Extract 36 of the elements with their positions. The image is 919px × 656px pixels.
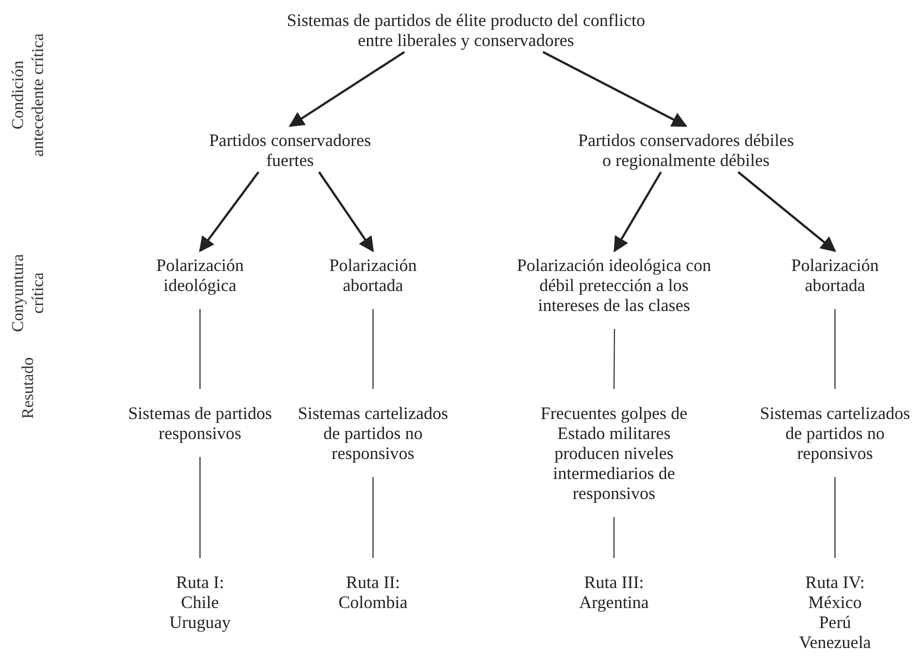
node-text: Polarización ideológica con débil pretección a los intereses de las clases: [516, 255, 712, 315]
connector-line: [372, 308, 374, 390]
arrow: [199, 171, 260, 252]
node-text: Ruta II:: [346, 572, 400, 592]
node-text: Argentina: [579, 592, 649, 612]
node-text: Ruta III:: [584, 572, 644, 592]
node-text: Colombia: [338, 592, 408, 612]
node-text: Venezuela: [799, 632, 871, 652]
node-text: Frecuentes golpes de Estado militares producen niveles intermediarios de responsivos: [540, 403, 688, 503]
node-text: Partidos conservadores débiles o regionalmente débiles: [577, 130, 795, 170]
node-text: Polarización abortada: [790, 255, 880, 295]
arrow: [288, 51, 405, 127]
node-text: Ruta IV:: [805, 572, 865, 592]
row-label: Resutado: [18, 356, 38, 421]
node-text: Chile: [181, 592, 219, 612]
node-text: Sistemas cartelizados de partidos no reponsivos: [758, 403, 912, 463]
node-text: Polarización ideológica: [155, 255, 245, 295]
row-label: Condición antecedente crítica: [8, 32, 48, 159]
node-text: Sistemas de partidos responsivos: [127, 403, 273, 443]
connector-line: [834, 308, 836, 390]
arrow: [614, 171, 662, 252]
arrow: [318, 171, 374, 252]
node-text: Sistemas cartelizados de partidos no responsivos: [296, 403, 450, 463]
node-text: Partidos conservadores fuertes: [208, 130, 372, 170]
node-text: Polarización abortada: [328, 255, 418, 295]
row-label: Conyuntura crítica: [8, 253, 48, 334]
node-text: Sistemas de partidos de élite producto del conflicto entre liberales y conservadores: [286, 10, 646, 50]
node-text: Ruta I:: [176, 572, 224, 592]
connector-line: [372, 476, 374, 558]
connector-line: [834, 476, 836, 558]
node-text: Perú: [818, 612, 852, 632]
arrow: [737, 171, 836, 252]
arrow: [542, 51, 688, 127]
connector-line: [614, 328, 615, 390]
node-text: Uruguay: [169, 612, 231, 632]
node-text: México: [808, 592, 862, 612]
